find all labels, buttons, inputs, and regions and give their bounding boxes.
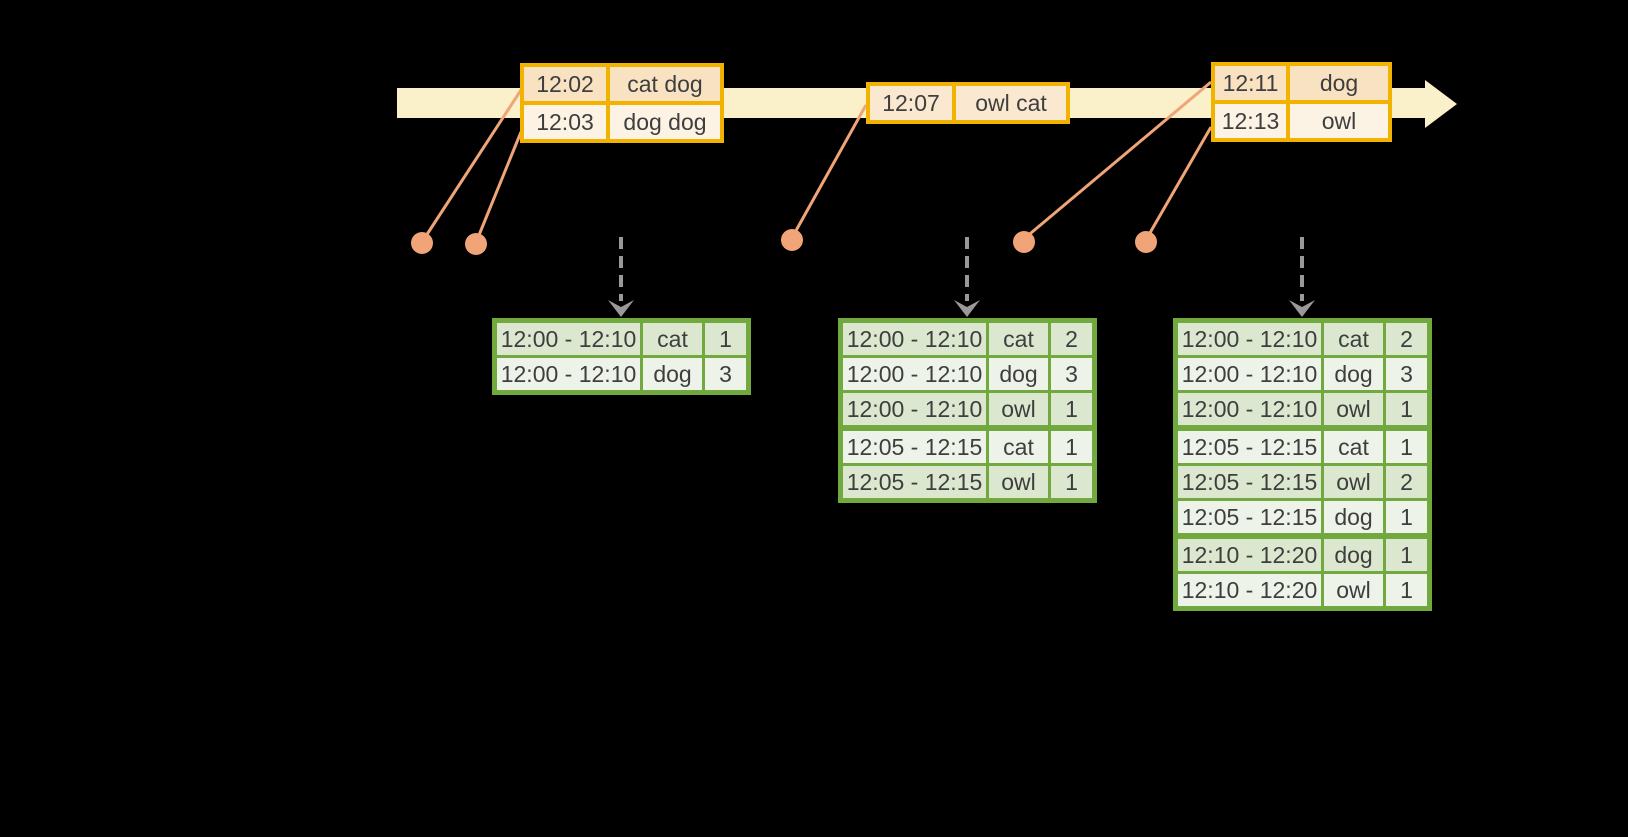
- dot-icon: [1135, 231, 1157, 253]
- event-time: 12:03: [524, 105, 606, 139]
- animal-cell: cat: [989, 323, 1048, 355]
- event-connector-line: [1145, 126, 1213, 239]
- animal-cell: dog: [989, 358, 1048, 390]
- window-cell: 12:10 - 12:20: [1178, 574, 1321, 606]
- count-cell: 1: [1051, 393, 1092, 425]
- result-table-2: 12:00 - 12:10 cat 2 12:00 - 12:10 dog 3 …: [838, 318, 1097, 503]
- event-time: 12:11: [1215, 66, 1286, 100]
- dot-icon: [1013, 231, 1035, 253]
- count-cell: 1: [1051, 431, 1092, 463]
- event-row: 12:11 dog: [1215, 66, 1388, 100]
- count-cell: 1: [1386, 539, 1427, 571]
- arrow-down-head-icon: [608, 300, 634, 317]
- window-cell: 12:00 - 12:10: [1178, 393, 1321, 425]
- animal-cell: owl: [1324, 466, 1383, 498]
- table-row: 12:05 - 12:15 dog 1: [1178, 501, 1427, 533]
- event-words: cat dog: [610, 67, 720, 101]
- table-row: 12:05 - 12:15 owl 1: [843, 466, 1092, 498]
- count-cell: 2: [1386, 466, 1427, 498]
- animal-cell: cat: [643, 323, 702, 355]
- count-cell: 3: [705, 358, 746, 390]
- count-cell: 2: [1051, 323, 1092, 355]
- window-cell: 12:00 - 12:10: [497, 358, 640, 390]
- window-cell: 12:00 - 12:10: [497, 323, 640, 355]
- count-cell: 1: [1386, 574, 1427, 606]
- count-cell: 2: [1386, 323, 1427, 355]
- animal-cell: owl: [989, 466, 1048, 498]
- dot-icon: [411, 232, 433, 254]
- animal-cell: owl: [1324, 574, 1383, 606]
- animal-cell: dog: [1324, 539, 1383, 571]
- window-cell: 12:10 - 12:20: [1178, 539, 1321, 571]
- animal-cell: owl: [1324, 393, 1383, 425]
- count-cell: 3: [1051, 358, 1092, 390]
- animal-cell: dog: [1324, 501, 1383, 533]
- table-row: 12:00 - 12:10 owl 1: [843, 393, 1092, 425]
- event-time: 12:13: [1215, 104, 1286, 138]
- table-row: 12:00 - 12:10 dog 3: [497, 358, 746, 390]
- window-cell: 12:00 - 12:10: [843, 393, 986, 425]
- window-cell: 12:00 - 12:10: [843, 323, 986, 355]
- table-row: 12:05 - 12:15 cat 1: [1178, 431, 1427, 463]
- window-cell: 12:05 - 12:15: [1178, 466, 1321, 498]
- window-cell: 12:00 - 12:10: [843, 358, 986, 390]
- event-connector-line: [791, 104, 868, 237]
- event-table-1: 12:02 cat dog 12:03 dog dog: [520, 63, 724, 143]
- count-cell: 1: [1386, 431, 1427, 463]
- table-row: 12:00 - 12:10 cat 2: [1178, 323, 1427, 355]
- event-row: 12:13 owl: [1215, 104, 1388, 138]
- event-words: dog dog: [610, 105, 720, 139]
- window-cell: 12:00 - 12:10: [1178, 323, 1321, 355]
- count-cell: 1: [1386, 393, 1427, 425]
- event-row: 12:02 cat dog: [524, 67, 720, 101]
- table-row: 12:00 - 12:10 dog 3: [843, 358, 1092, 390]
- event-row: 12:03 dog dog: [524, 105, 720, 139]
- table-row: 12:00 - 12:10 owl 1: [1178, 393, 1427, 425]
- window-cell: 12:05 - 12:15: [843, 431, 986, 463]
- dot-icon: [781, 229, 803, 251]
- table-row: 12:10 - 12:20 owl 1: [1178, 574, 1427, 606]
- arrow-down-head-icon: [1289, 300, 1315, 317]
- event-time: 12:07: [870, 86, 952, 120]
- event-words: dog: [1290, 66, 1388, 100]
- event-time: 12:02: [524, 67, 606, 101]
- event-words: owl: [1290, 104, 1388, 138]
- event-row: 12:07 owl cat: [870, 86, 1066, 120]
- animal-cell: cat: [1324, 431, 1383, 463]
- count-cell: 1: [1051, 466, 1092, 498]
- count-cell: 1: [1386, 501, 1427, 533]
- count-cell: 3: [1386, 358, 1427, 390]
- event-words: owl cat: [956, 86, 1066, 120]
- table-row: 12:00 - 12:10 cat 2: [843, 323, 1092, 355]
- window-cell: 12:05 - 12:15: [1178, 501, 1321, 533]
- window-cell: 12:00 - 12:10: [1178, 358, 1321, 390]
- result-table-1: 12:00 - 12:10 cat 1 12:00 - 12:10 dog 3: [492, 318, 751, 395]
- count-cell: 1: [705, 323, 746, 355]
- event-table-3: 12:11 dog 12:13 owl: [1211, 62, 1392, 142]
- animal-cell: dog: [643, 358, 702, 390]
- arrow-right-icon: [1425, 80, 1457, 128]
- table-row: 12:10 - 12:20 dog 1: [1178, 539, 1427, 571]
- animal-cell: owl: [989, 393, 1048, 425]
- table-row: 12:05 - 12:15 cat 1: [843, 431, 1092, 463]
- animal-cell: dog: [1324, 358, 1383, 390]
- table-row: 12:00 - 12:10 dog 3: [1178, 358, 1427, 390]
- table-row: 12:05 - 12:15 owl 2: [1178, 466, 1427, 498]
- window-cell: 12:05 - 12:15: [1178, 431, 1321, 463]
- animal-cell: cat: [989, 431, 1048, 463]
- event-table-2: 12:07 owl cat: [866, 82, 1070, 124]
- result-table-3: 12:00 - 12:10 cat 2 12:00 - 12:10 dog 3 …: [1173, 318, 1432, 611]
- window-cell: 12:05 - 12:15: [843, 466, 986, 498]
- animal-cell: cat: [1324, 323, 1383, 355]
- dot-icon: [465, 233, 487, 255]
- table-row: 12:00 - 12:10 cat 1: [497, 323, 746, 355]
- arrow-down-head-icon: [954, 300, 980, 317]
- event-connector-line: [475, 131, 523, 241]
